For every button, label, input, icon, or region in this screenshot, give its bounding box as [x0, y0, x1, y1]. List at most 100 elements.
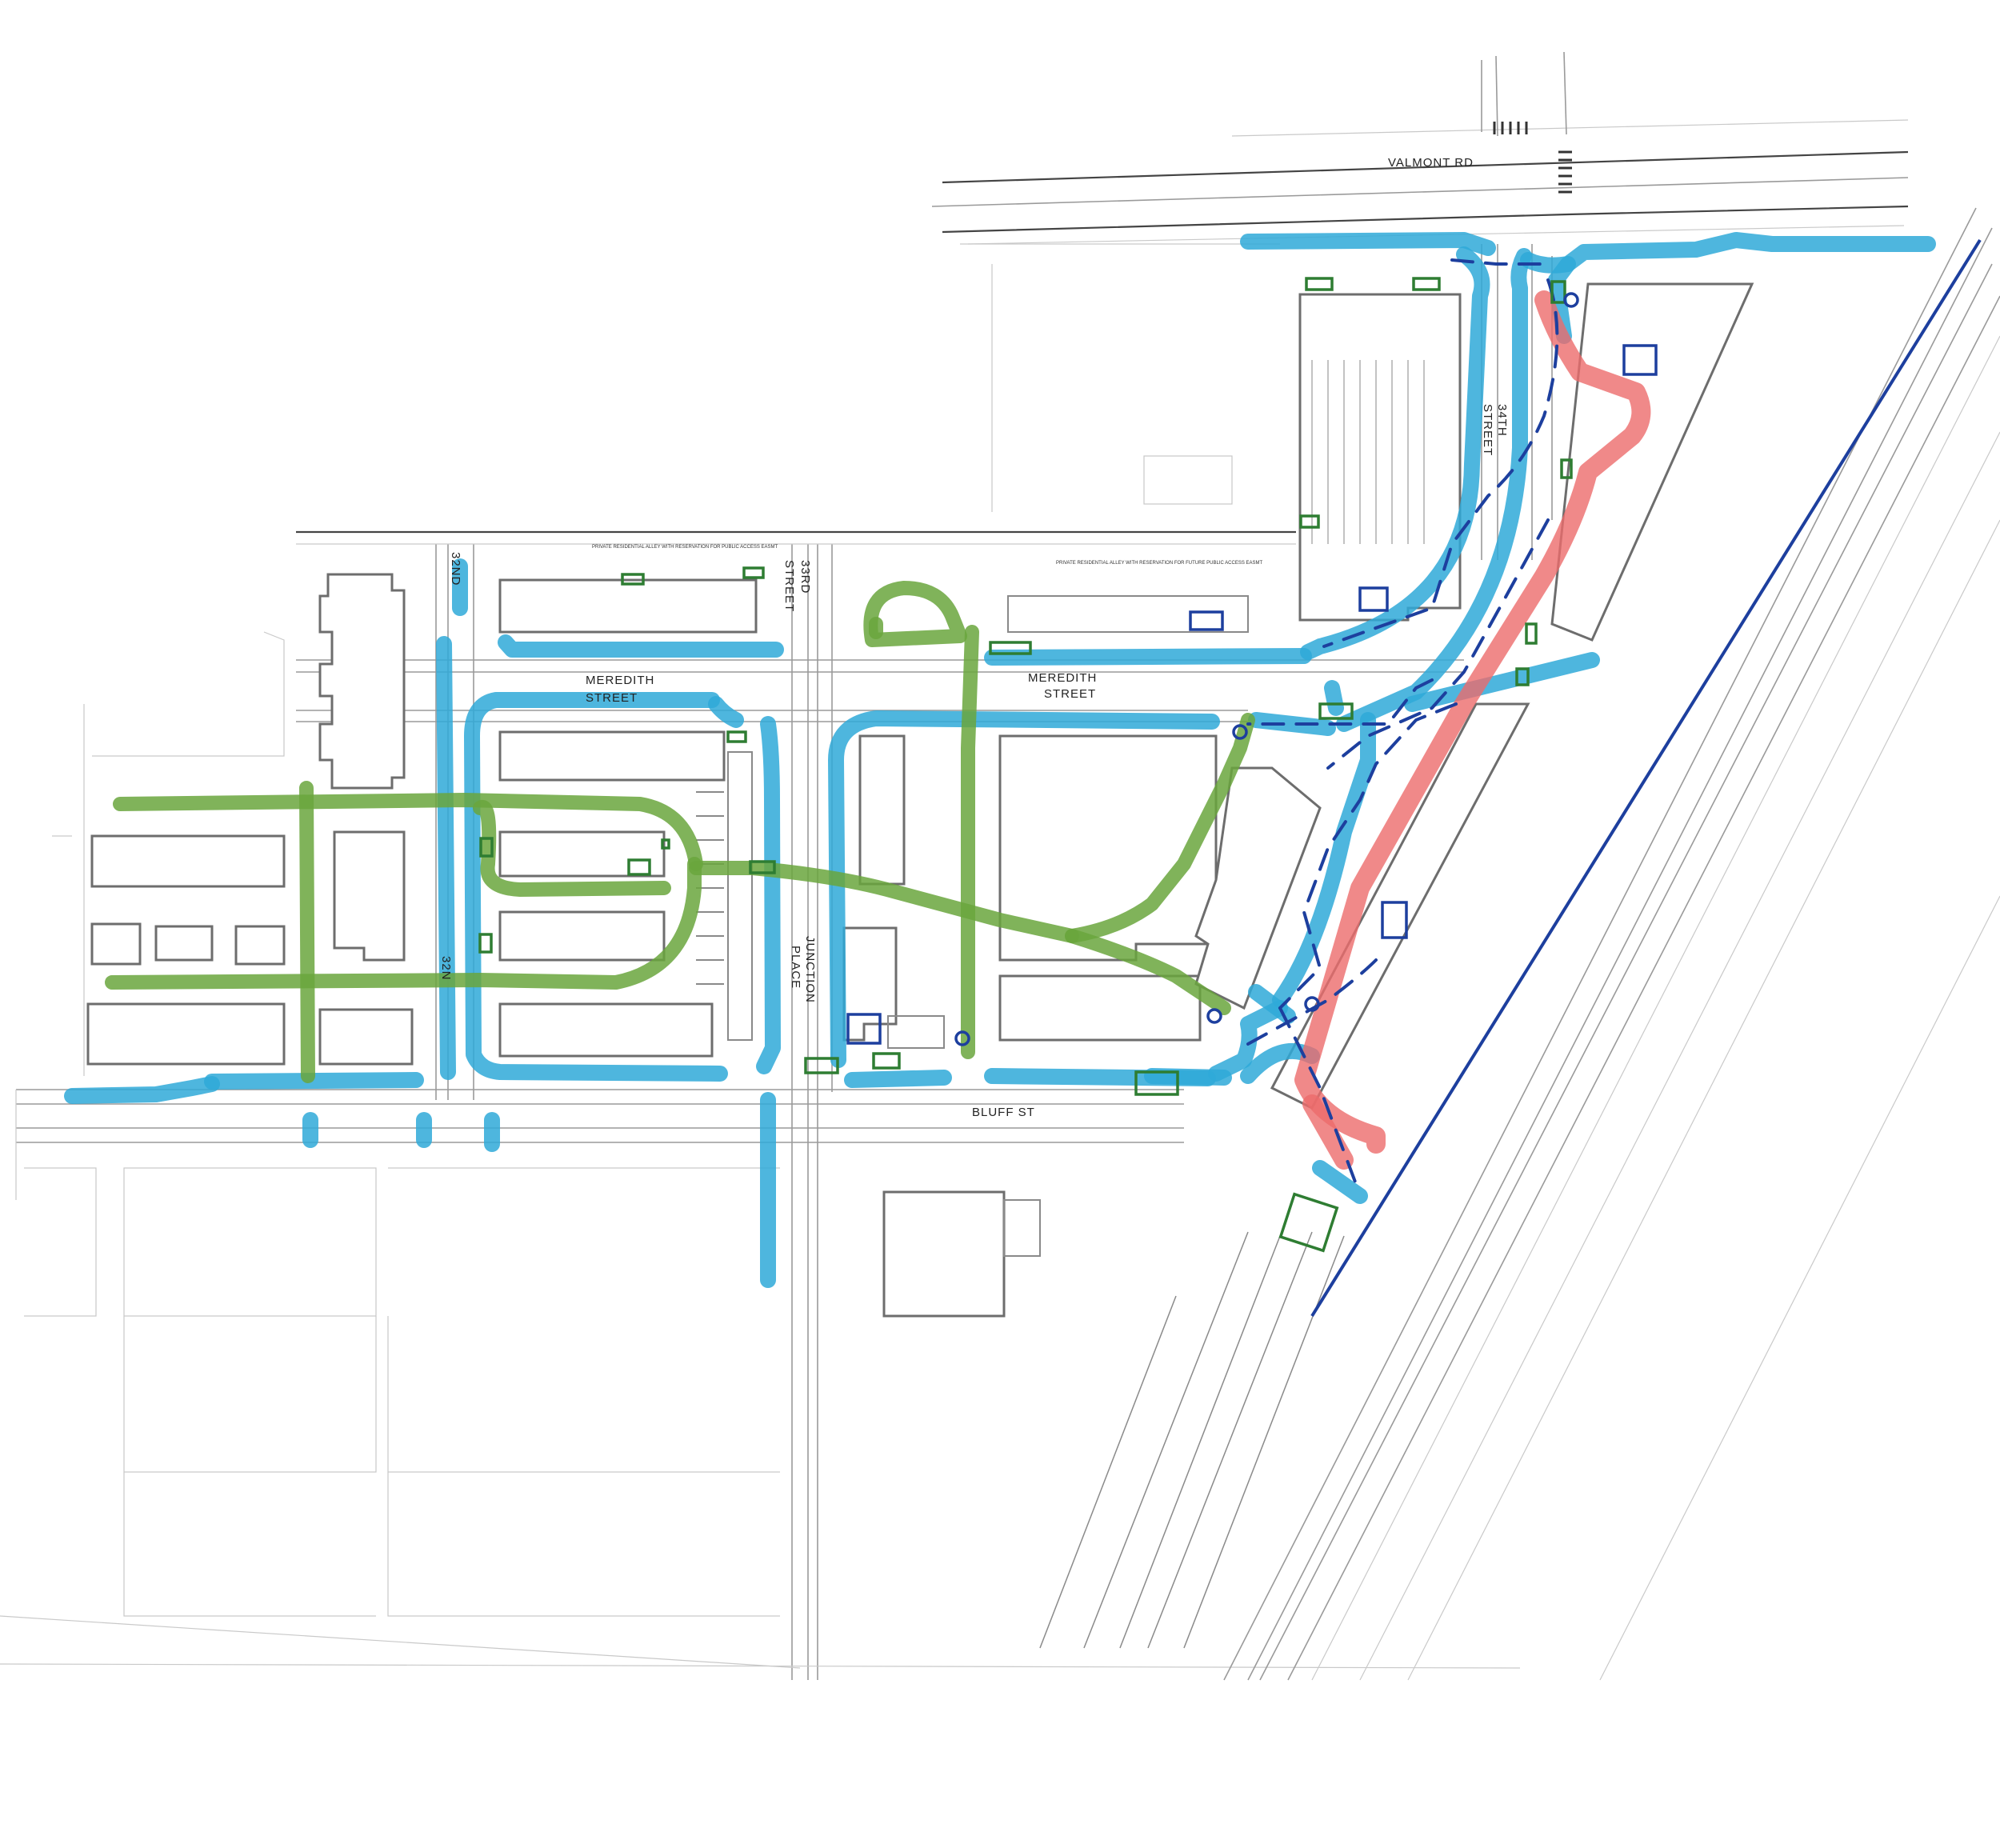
townhomes-block-c: [498, 910, 666, 962]
building-west-row-2c: [234, 925, 286, 966]
priority-route: [1294, 290, 1651, 1170]
building-south-commercial: [882, 1190, 1006, 1318]
bike-connection-line: [1326, 518, 1550, 770]
building-west-row-2b: [154, 925, 214, 962]
bike-parking-marker: [1560, 458, 1573, 479]
bike-parking-marker: [661, 838, 670, 850]
green-corridor-segment: [105, 857, 702, 990]
bike-parking-marker: [1318, 702, 1354, 720]
transit-stop-marker: [1232, 724, 1248, 740]
green-corridor-segment: [113, 793, 703, 871]
bike-connection-line: [1246, 958, 1378, 1046]
label-34th-2: STREET: [1481, 404, 1494, 456]
bike-parking-marker: [989, 641, 1032, 655]
label-meredith-east-1: MEREDITH: [1028, 671, 1097, 685]
bike-connection-line: [1322, 278, 1559, 648]
label-meredith-east-2: STREET: [1044, 687, 1096, 701]
building-west-row-3: [86, 1002, 286, 1066]
transit-stop-marker: [1381, 901, 1408, 939]
green-corridor-segment: [1065, 713, 1255, 943]
walk-path-segment: [498, 634, 784, 658]
bike-parking-marker: [872, 1052, 901, 1070]
label-junction-1: JUNCTION: [803, 936, 817, 1003]
green-corridor-segment: [689, 861, 1079, 943]
crosswalk-north: [1493, 122, 1528, 134]
south-parking-lot: [1039, 1231, 1345, 1649]
building-west-south: [318, 1008, 414, 1066]
label-32nd-south: 32N: [439, 956, 453, 981]
label-33rd-2: STREET: [782, 560, 796, 612]
label-meredith-west-2: STREET: [586, 691, 638, 705]
site-markers: [478, 277, 1658, 1253]
walk-path-segment: [1312, 1160, 1368, 1204]
bike-connection-line: [1246, 678, 1434, 726]
building-west-row-1: [90, 834, 286, 888]
note-private-alley-west: PRIVATE RESIDENTIAL ALLEY WITH RESERVATI…: [592, 545, 778, 550]
townhomes-north: [498, 578, 758, 634]
transit-stop-marker: [1206, 1008, 1222, 1024]
green-corridors: [105, 581, 1255, 1083]
walk-paths: [64, 232, 1936, 1288]
label-34th-1: 34TH: [1495, 404, 1509, 437]
garage-stalls: [1311, 360, 1425, 544]
walk-path-segment: [436, 636, 456, 1080]
transit-stop-marker: [1622, 344, 1658, 376]
building-east-long-north: [1550, 282, 1754, 642]
walk-path-segment: [708, 696, 744, 728]
bike-parking-marker: [1299, 514, 1320, 529]
walk-path-segment: [844, 1070, 952, 1088]
building-central-north: [998, 734, 1218, 962]
building-junction-west: [858, 734, 906, 886]
walk-path-segment: [464, 692, 728, 1082]
note-private-alley-east: PRIVATE RESIDENTIAL ALLEY WITH RESERVATI…: [1056, 561, 1262, 566]
walk-path-segment: [1300, 246, 1490, 660]
priority-route-spur: [1302, 1094, 1354, 1170]
walk-path-segment: [1248, 712, 1336, 736]
townhomes-block-a: [498, 730, 726, 782]
walk-path-segment: [1520, 232, 1936, 274]
bike-parking-marker: [1525, 622, 1538, 645]
walk-path-segment: [204, 1072, 424, 1090]
green-corridor-segment: [863, 581, 967, 647]
bike-connection-line: [1278, 702, 1458, 1010]
bike-connections: [1246, 238, 1982, 1318]
bike-parking-marker: [749, 860, 776, 874]
walk-path-segment: [756, 716, 781, 1074]
building-west-mid: [333, 830, 406, 962]
walk-path-segment: [1272, 712, 1376, 1008]
green-corridor-segment: [299, 781, 315, 1083]
bike-parking-marker: [742, 566, 765, 579]
building-west-tower: [318, 573, 406, 790]
bike-parking-marker: [726, 730, 747, 743]
walk-path-segment: [1240, 232, 1496, 256]
green-corridor-segment: [1065, 929, 1231, 1015]
bike-parking-marker: [479, 837, 494, 858]
label-32nd-north: 32ND: [449, 552, 462, 586]
bike-parking-marker: [1550, 280, 1566, 304]
green-corridor-segment: [473, 799, 671, 897]
transit-stop-marker: [1304, 996, 1320, 1012]
building-central-south: [998, 974, 1202, 1042]
transit-stop-marker: [1563, 292, 1579, 308]
walk-path-segment: [828, 710, 1220, 1068]
bike-parking-marker: [1134, 1070, 1179, 1096]
buildings: [86, 282, 1754, 1649]
green-corridor-segment: [961, 625, 979, 1059]
bike-parking-marker: [627, 858, 651, 876]
label-bluff-st: BLUFF ST: [972, 1106, 1035, 1119]
south-annex: [1003, 1199, 1041, 1257]
bike-parking-marker: [1278, 1192, 1339, 1253]
bike-parking-marker: [1412, 277, 1441, 291]
walk-path-segment: [1548, 256, 1576, 344]
street-labels: VALMONT RD MEREDITH STREET MEREDITH STRE…: [439, 156, 1509, 1119]
bike-parking-marker: [621, 573, 645, 586]
label-33rd-1: 33RD: [798, 560, 812, 594]
bike-connection-line: [1278, 1006, 1358, 1186]
walk-path-segment: [1208, 1000, 1288, 1082]
carport-west: [727, 751, 753, 1041]
bike-parking-marker: [804, 1057, 839, 1074]
building-west-row-2a: [90, 922, 142, 966]
label-junction-2: PLACE: [789, 946, 802, 989]
transit-stop-marker: [954, 1030, 970, 1046]
